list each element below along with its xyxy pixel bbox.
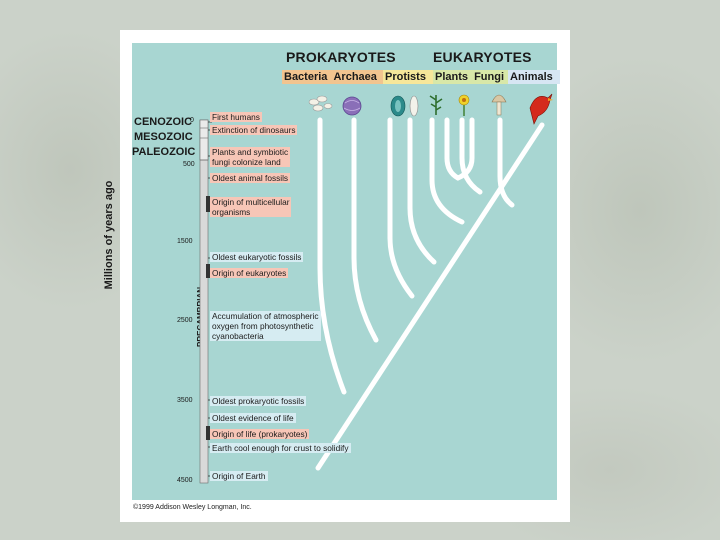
protist-icon: [410, 96, 418, 116]
mushroom-icon: [492, 95, 506, 115]
event-oldest-animal: Oldest animal fossils: [210, 173, 290, 183]
cardinal-icon: [530, 94, 553, 124]
event-oxygen: Accumulation of atmospheric oxygen from …: [210, 311, 321, 341]
archaea-icon: [343, 97, 361, 115]
protist-icon: [391, 96, 405, 116]
flower-icon: [459, 95, 469, 116]
event-first-humans: First humans: [210, 112, 262, 122]
bacteria-icon: [309, 96, 332, 111]
event-origin-earth: Origin of Earth: [210, 471, 268, 481]
event-origin-eukaryotes: Origin of eukaryotes: [210, 268, 288, 278]
copyright-text: ©1999 Addison Wesley Longman, Inc.: [133, 504, 252, 511]
event-oldest-prokaryotic: Oldest prokaryotic fossils: [210, 396, 306, 406]
archaea-branch: [354, 120, 376, 340]
bacteria-branch: [320, 120, 344, 392]
phanerozoic-segment: [200, 120, 208, 160]
event-earth-cool: Earth cool enough for crust to solidify: [210, 443, 351, 453]
fungi-branch: [500, 120, 512, 205]
event-origin-life: Origin of life (prokaryotes): [210, 429, 309, 439]
event-oldest-evidence: Oldest evidence of life: [210, 413, 296, 423]
event-multicellular: Origin of multicellular organisms: [210, 197, 291, 217]
event-extinction-dinosaurs: Extinction of dinosaurs: [210, 125, 297, 135]
event-oldest-eukaryotic: Oldest eukaryotic fossils: [210, 252, 303, 262]
phylogenetic-tree: [318, 120, 542, 468]
event-plants-fungi: Plants and symbiotic fungi colonize land: [210, 147, 290, 167]
plant-icon: [430, 95, 442, 115]
